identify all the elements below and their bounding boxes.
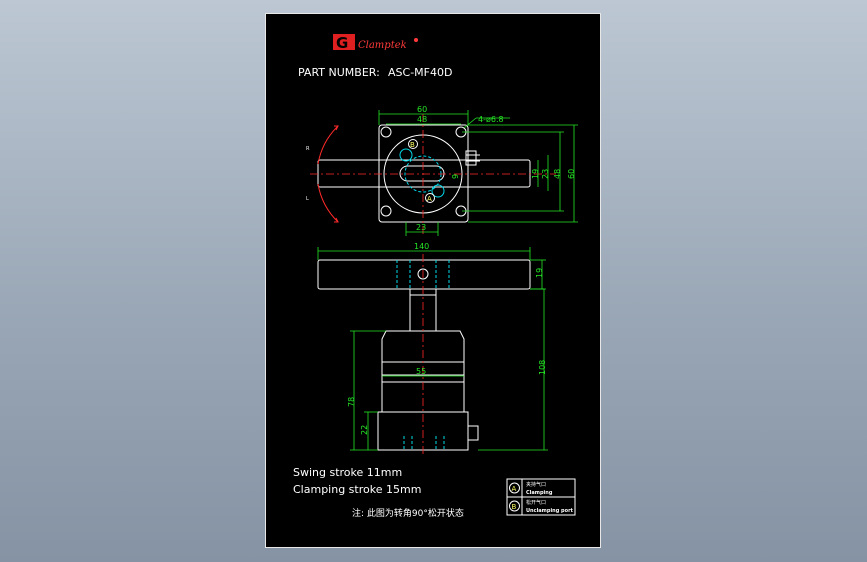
swing-arc-lower (317, 183, 339, 223)
registered-dot (414, 38, 418, 42)
marker-a-circle (425, 193, 435, 203)
dim-22: 22 (360, 425, 369, 435)
dim-19-right: 19 (531, 169, 540, 179)
port-fitting (467, 425, 479, 441)
mount-hole (380, 205, 392, 217)
logo-mark (333, 34, 355, 50)
arm-side (317, 259, 531, 290)
drawing-sheet: G Clamptek PART NUMBER: ASC-MF40D B A (265, 13, 601, 548)
technical-drawing: G Clamptek PART NUMBER: ASC-MF40D B A (293, 34, 578, 519)
rotate-l-label: L (306, 196, 309, 202)
dim-78: 78 (347, 397, 356, 407)
port-legend: A 夹持气口 Clamping B 松开气口 Unclamping port (506, 478, 576, 516)
port-a-circle (431, 184, 445, 198)
logo-letter: G (336, 34, 348, 52)
mount-hole (380, 126, 392, 138)
legend-cn-b: 松开气口 (526, 499, 546, 506)
dim-140: 140 (414, 242, 429, 251)
rotate-r-label: R (306, 146, 310, 152)
dim-23-right: 23 (541, 169, 550, 179)
clamping-stroke-note: Clamping stroke 15mm (293, 483, 421, 496)
dim-55: 55 (416, 367, 426, 376)
brand-name: Clamptek (358, 40, 407, 51)
port-b-circle (399, 148, 413, 162)
arm-slot (399, 165, 445, 182)
legend-en-a: Clamping (526, 490, 553, 496)
dim-48-right: 48 (553, 169, 562, 179)
clamp-arm (317, 159, 531, 188)
marker-a: A (427, 195, 432, 203)
marker-b-circle (408, 139, 418, 149)
remark-note: 注: 此图为转角90°松开状态 (352, 507, 464, 519)
adjust-bolt (465, 150, 477, 166)
swing-stroke-note: Swing stroke 11mm (293, 466, 402, 479)
legend-cn-a: 夹持气口 (526, 481, 546, 488)
legend-symbol-a: A (512, 485, 517, 493)
dim-23-bottom: 23 (416, 223, 426, 232)
side-view: 140 19 55 108 (317, 242, 548, 456)
flange-plate (378, 124, 469, 223)
brand-logo: G Clamptek (333, 34, 418, 52)
dim-19-arm: 19 (535, 268, 544, 278)
top-view: B A R L 60 48 4-ø6.8 60 48 23 19 9 (306, 105, 578, 236)
dim-60-top: 60 (417, 105, 427, 114)
swing-arc-upper (317, 125, 339, 165)
dim-9: 9 (451, 174, 460, 179)
part-number-value: ASC-MF40D (388, 66, 452, 79)
part-number-label: PART NUMBER: (298, 66, 380, 79)
dim-hole-callout: 4-ø6.8 (478, 115, 504, 124)
marker-b: B (410, 141, 415, 149)
legend-en-b: Unclamping port (526, 508, 574, 514)
dim-108: 108 (538, 360, 547, 375)
dim-60-right: 60 (567, 169, 576, 179)
dim-48-top: 48 (417, 115, 427, 124)
legend-symbol-b: B (512, 503, 517, 511)
